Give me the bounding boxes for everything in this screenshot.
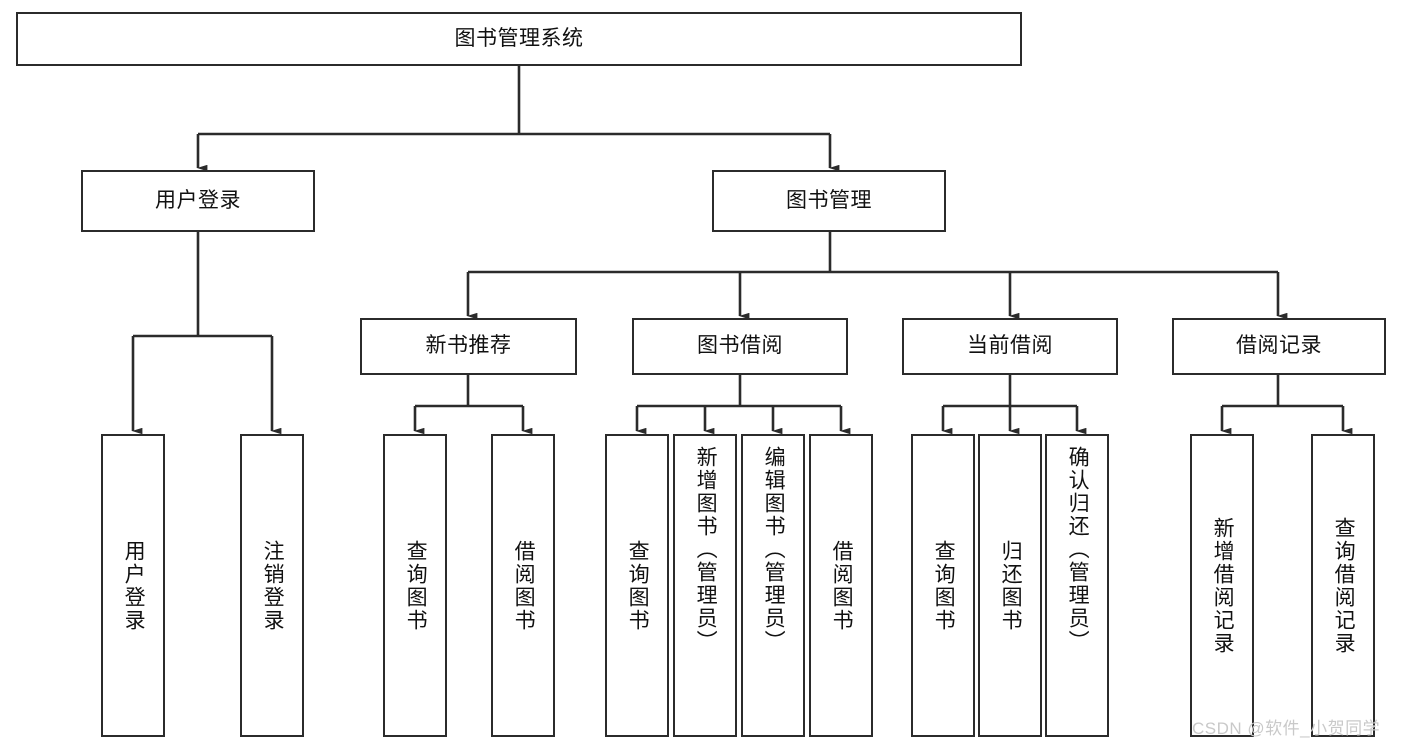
node-book-borrow-label: 图书借阅: [697, 334, 783, 358]
node-leaf-query-book-3-label: 查询图书: [932, 539, 956, 632]
csdn-watermark: CSDN @软件_小贺同学: [1192, 719, 1381, 738]
node-new-book-recommend-label: 新书推荐: [425, 334, 512, 358]
node-leaf-return-book-label: 归还图书: [999, 539, 1023, 632]
node-current-borrow[interactable]: 当前借阅: [902, 318, 1118, 375]
node-leaf-return-book[interactable]: 归还图书: [978, 434, 1042, 737]
node-leaf-user-login[interactable]: 用户登录: [101, 434, 165, 737]
node-book-borrow[interactable]: 图书借阅: [632, 318, 848, 375]
node-leaf-query-record-label: 查询借阅记录: [1332, 516, 1356, 655]
node-borrow-record-label: 借阅记录: [1236, 334, 1322, 358]
node-leaf-logout-label: 注销登录: [261, 539, 285, 632]
node-leaf-borrow-book-2-label: 借阅图书: [830, 539, 854, 632]
node-leaf-user-login-label: 用户登录: [122, 539, 146, 632]
node-book-manage[interactable]: 图书管理: [712, 170, 946, 232]
node-leaf-borrow-book-1[interactable]: 借阅图书: [491, 434, 555, 737]
node-leaf-add-record-label: 新增借阅记录: [1211, 516, 1235, 655]
node-leaf-confirm-return[interactable]: 确认归还（管理员）: [1045, 434, 1109, 737]
node-leaf-query-book-2-label: 查询图书: [626, 539, 650, 632]
node-leaf-borrow-book-2[interactable]: 借阅图书: [809, 434, 873, 737]
node-new-book-recommend[interactable]: 新书推荐: [360, 318, 577, 375]
node-leaf-add-book-label: 新增图书（管理员）: [694, 446, 718, 653]
node-user-login-label: 用户登录: [155, 188, 241, 212]
node-leaf-confirm-return-label: 确认归还（管理员）: [1066, 446, 1090, 653]
node-leaf-query-book-1-label: 查询图书: [404, 539, 428, 632]
node-user-login[interactable]: 用户登录: [81, 170, 315, 232]
node-current-borrow-label: 当前借阅: [967, 334, 1053, 358]
node-borrow-record[interactable]: 借阅记录: [1172, 318, 1386, 375]
node-leaf-edit-book[interactable]: 编辑图书（管理员）: [741, 434, 805, 737]
node-leaf-query-book-3[interactable]: 查询图书: [911, 434, 975, 737]
node-leaf-query-record[interactable]: 查询借阅记录: [1311, 434, 1375, 737]
node-leaf-query-book-2[interactable]: 查询图书: [605, 434, 669, 737]
node-root[interactable]: 图书管理系统: [16, 12, 1022, 66]
node-book-manage-label: 图书管理: [786, 188, 872, 212]
node-leaf-query-book-1[interactable]: 查询图书: [383, 434, 447, 737]
node-root-label: 图书管理系统: [454, 26, 584, 50]
node-leaf-add-book[interactable]: 新增图书（管理员）: [673, 434, 737, 737]
node-leaf-add-record[interactable]: 新增借阅记录: [1190, 434, 1254, 737]
node-leaf-edit-book-label: 编辑图书（管理员）: [762, 446, 786, 653]
node-leaf-logout[interactable]: 注销登录: [240, 434, 304, 737]
node-leaf-borrow-book-1-label: 借阅图书: [512, 539, 536, 632]
